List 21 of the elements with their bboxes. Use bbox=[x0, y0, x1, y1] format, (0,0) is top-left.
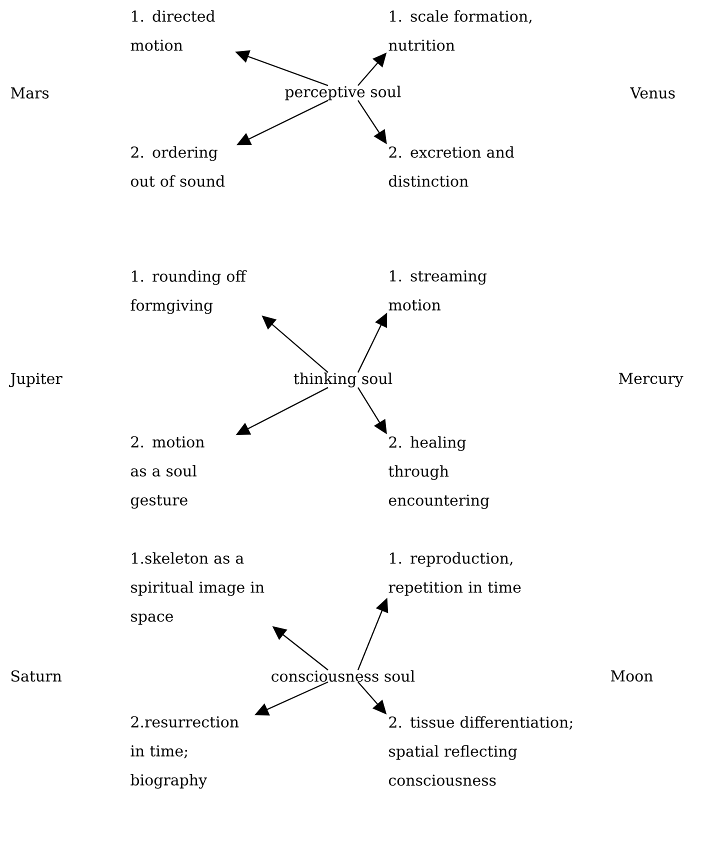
planet-label: Moon bbox=[610, 670, 653, 682]
soul-label: perceptive soul bbox=[285, 86, 401, 100]
text-label: 1.skeleton as a spiritual image in space bbox=[131, 552, 264, 625]
text-label: 2. excretion and distinction bbox=[388, 146, 514, 187]
text-label: 1. streaming motion bbox=[388, 270, 487, 311]
planet-label: Jupiter bbox=[8, 372, 62, 388]
planet-label: Mars bbox=[10, 87, 49, 99]
text-label: 1. directed motion bbox=[130, 10, 215, 51]
soul-label: thinking soul bbox=[294, 372, 392, 388]
planet-label: Venus bbox=[630, 87, 675, 99]
planet-label: Mercury bbox=[618, 372, 684, 388]
text-label: 2. healing through encountering bbox=[388, 436, 490, 509]
text-label: 2. ordering out of sound bbox=[130, 146, 225, 187]
text-label: 1. scale formation, nutrition bbox=[388, 10, 532, 51]
text-label: 2. motion as a soul gesture bbox=[130, 436, 204, 509]
text-label: 2.resurrection in time; biography bbox=[130, 716, 239, 789]
text-label: 1. reproduction, repetition in time bbox=[388, 552, 521, 596]
text-label: 2. tissue differentiation; spatial reflecting consciousness bbox=[388, 716, 572, 786]
soul-label: consciousness soul bbox=[272, 670, 415, 682]
planet-label: Saturn bbox=[11, 670, 62, 682]
text-label: 1. rounding off formgiving bbox=[130, 270, 247, 314]
